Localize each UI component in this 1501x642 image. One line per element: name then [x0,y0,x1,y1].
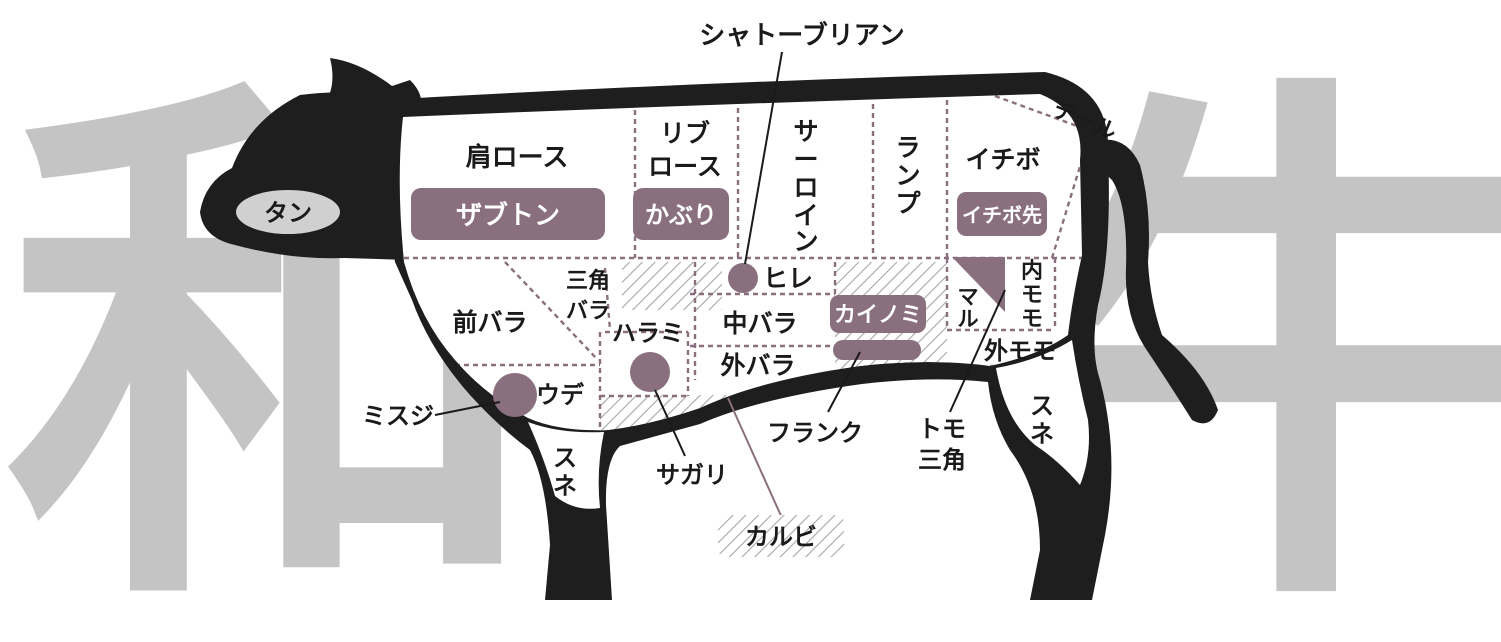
rear-shin-area [996,340,1089,485]
callout-karubi: カルビ [745,523,817,551]
tongue-shape [236,190,340,234]
label-rib-roast-2: ロース [648,152,722,181]
cow-tail [1092,139,1218,424]
tomo-sankaku-shape [952,257,1005,312]
label-uchi-momo-3: モ [1021,307,1043,332]
label-sune-rear-1: ス [1030,392,1054,420]
kainomi-shape [830,295,926,333]
label-sirloin-5: ン [793,227,818,256]
karubi-box [718,515,844,557]
label-chuck-roll: 肩ロース [466,142,569,173]
kaburi-shape [633,188,729,240]
zabuton-shape [411,188,605,240]
label-kainomi: カイノミ [834,303,922,328]
callout-labels: シャトーブリアン ミスジ サガリ フランク トモ 三角 カルビ [362,20,966,551]
sagari-shape [630,352,670,392]
label-uchi-momo-2: モ [1021,283,1043,308]
label-zabuton: ザブトン [456,200,560,231]
misuji-shape [493,373,537,417]
tenderloin-shape [728,263,758,293]
label-brisket: 前バラ [452,308,527,337]
label-ichibo: イチボ [965,145,1040,174]
label-sirloin-2: ー [793,145,818,174]
label-naka-bara: 中バラ [722,309,797,338]
label-sune-rear-2: ネ [1030,420,1054,448]
label-tenderloin: ヒレ [763,264,813,293]
label-harami: ハラミ [612,319,684,347]
label-tongue: タン [264,199,312,227]
hatch-upper-belly [622,262,722,310]
front-shin-area [528,422,604,509]
label-sune-front-2: ネ [553,472,577,500]
label-rump-3: プ [895,189,921,218]
label-uchi-momo-1: 内 [1021,259,1043,284]
label-maru-2: ル [958,307,979,331]
label-soto-momo: 外モモ [984,337,1056,365]
label-kaburi: かぶり [645,201,717,229]
label-ude: ウデ [536,381,585,409]
label-ichibo-saki: イチボ先 [962,203,1042,227]
label-sune-front-1: ス [553,444,577,472]
label-soto-bara: 外バラ [720,351,795,380]
bg-kanji-gyu: 牛 [1030,34,1501,642]
label-rump-1: ラ [895,133,920,162]
label-maru-1: マ [958,285,979,309]
label-sirloin-3: ロ [793,173,818,202]
callout-tomo-sankaku-1: トモ [918,415,966,443]
label-sirloin-4: イ [793,201,818,230]
callout-flank: フランク [767,419,863,447]
label-rump-2: ン [895,161,920,190]
leader-lines [434,51,1006,519]
ichibo-saki-shape [957,192,1047,236]
label-sirloin-1: サ [793,117,818,146]
callout-chateaubriand: シャトーブリアン [699,20,904,51]
flank-shape [833,340,921,360]
label-sankaku-bara-1: 三角 [566,268,610,294]
label-sankaku-bara-2: バラ [566,299,610,324]
cut-lines [399,94,1082,430]
cut-labels: タン 肩ロース ザブトン リブ ロース かぶり サ ー ロ イ ン ラ ン プ … [264,97,1120,500]
highlight-cuts [236,188,1047,417]
label-rib-roast-1: リブ [660,119,710,148]
callout-sagari: サガリ [656,461,728,489]
callout-misuji: ミスジ [362,402,434,430]
callout-tomo-sankaku-2: 三角 [918,446,966,474]
